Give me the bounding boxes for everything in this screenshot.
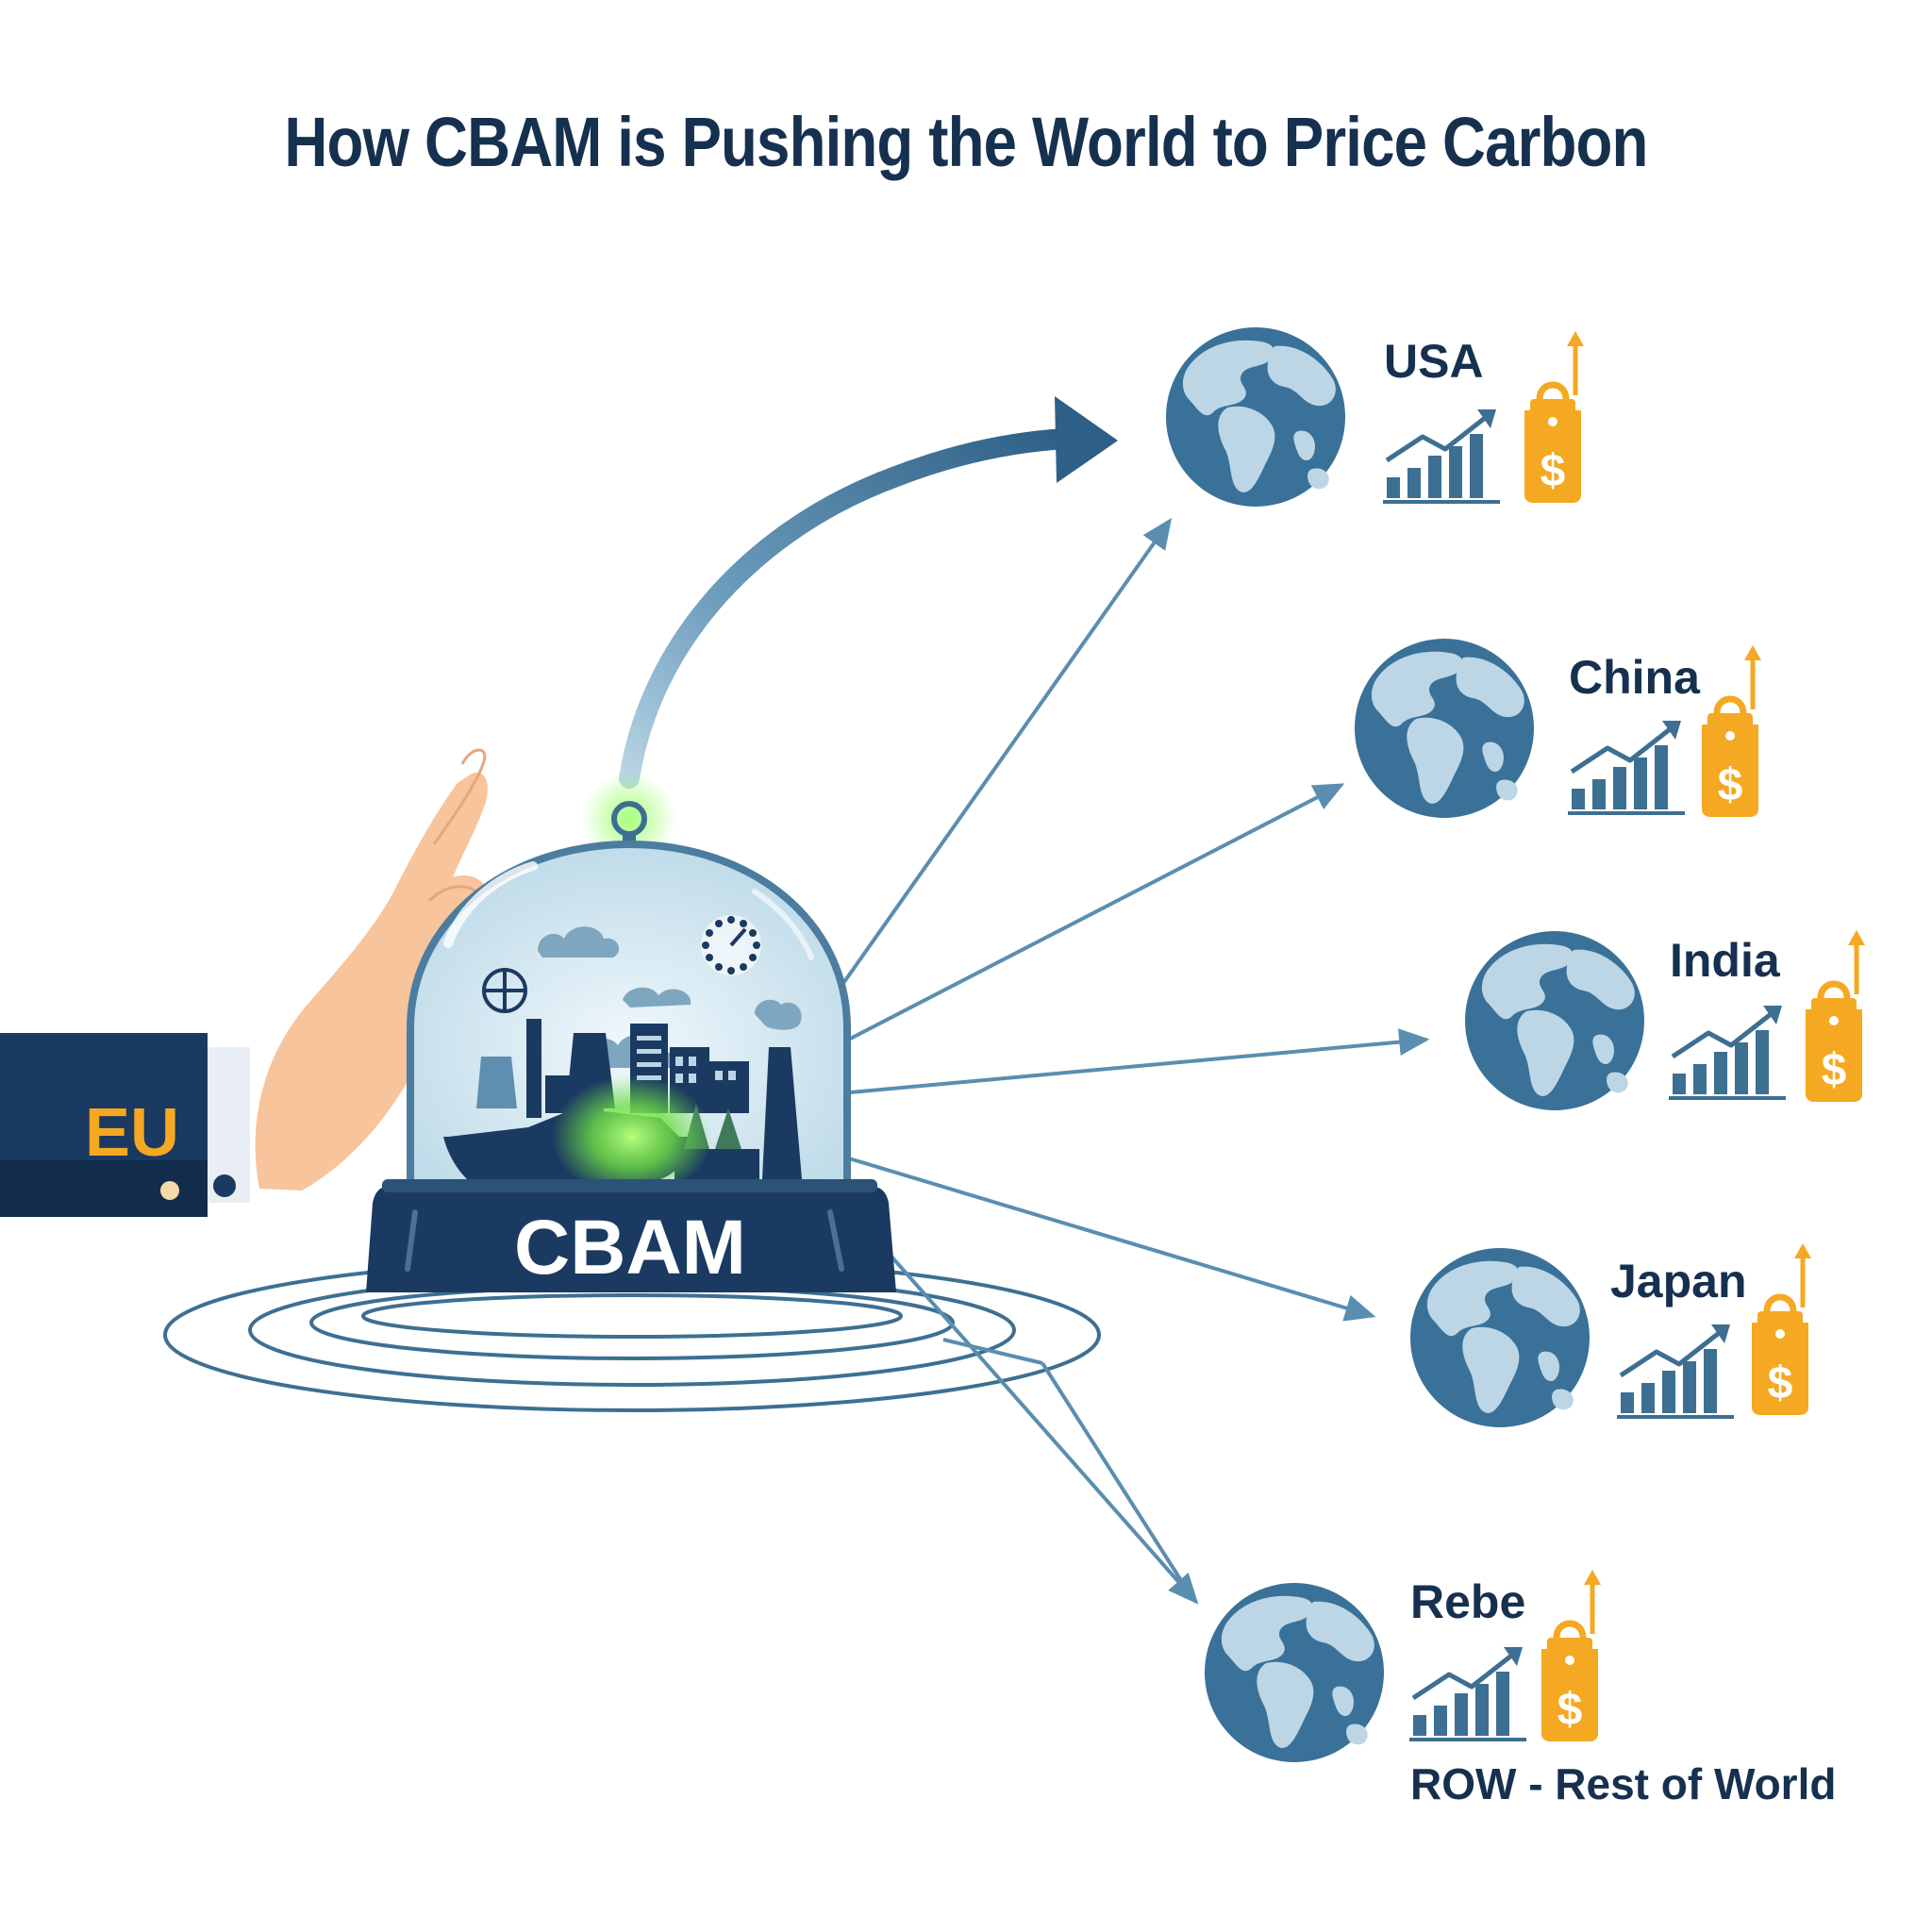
price-tag-icon: [1806, 930, 1865, 1102]
page-title: How CBAM is Pushing the World to Price C…: [284, 103, 1648, 181]
big-push-arrow: [619, 396, 1118, 789]
destination-label-india: India: [1670, 934, 1781, 987]
globe-icon: [1205, 1583, 1384, 1762]
destination-sublabel-row: ROW - Rest of World: [1410, 1759, 1836, 1808]
price-tag-icon: [1702, 645, 1761, 817]
cbam-label: CBAM: [514, 1205, 746, 1291]
growth-chart-icon: [1568, 721, 1685, 815]
arrow-to-usa: [828, 518, 1173, 1004]
globe-icon: [1410, 1248, 1590, 1427]
destination-row: Rebe ROW - Rest of World: [1205, 1570, 1836, 1808]
destination-china: China: [1355, 639, 1761, 818]
growth-chart-icon: [1409, 1647, 1526, 1741]
price-tag-icon: [1541, 1570, 1601, 1741]
arrow-to-india: [829, 1028, 1430, 1096]
globe-icon: [1355, 639, 1534, 818]
arrow-to-row-a: [875, 1239, 1199, 1605]
arrow-to-china: [829, 783, 1345, 1051]
eu-hand: EU: [0, 748, 493, 1217]
cbam-dome: CBAM: [366, 772, 896, 1292]
connector-arrows: [828, 518, 1430, 1605]
destination-usa: USA: [1166, 327, 1584, 507]
growth-chart-icon: [1669, 1006, 1786, 1100]
price-tag-icon: [1524, 331, 1584, 503]
growth-chart-icon: [1383, 409, 1500, 504]
eu-stars-icon: [701, 915, 761, 975]
button-icon: [213, 1174, 236, 1197]
eu-label: EU: [85, 1095, 179, 1171]
destination-label-china: China: [1569, 651, 1701, 704]
destination-label-japan: Japan: [1610, 1255, 1747, 1307]
arrow-to-japan: [829, 1151, 1376, 1322]
destination-india: India: [1465, 930, 1865, 1110]
cufflink-icon: [160, 1181, 179, 1200]
price-tag-icon: [1752, 1243, 1811, 1415]
growth-chart-icon: [1617, 1324, 1734, 1419]
globe-icon: [1465, 931, 1644, 1110]
destination-label-usa: USA: [1384, 335, 1484, 388]
crosshair-icon: [482, 968, 527, 1013]
globe-icon: [1166, 327, 1345, 507]
destination-label-row: Rebe: [1410, 1575, 1525, 1628]
destination-japan: Japan: [1410, 1243, 1811, 1427]
